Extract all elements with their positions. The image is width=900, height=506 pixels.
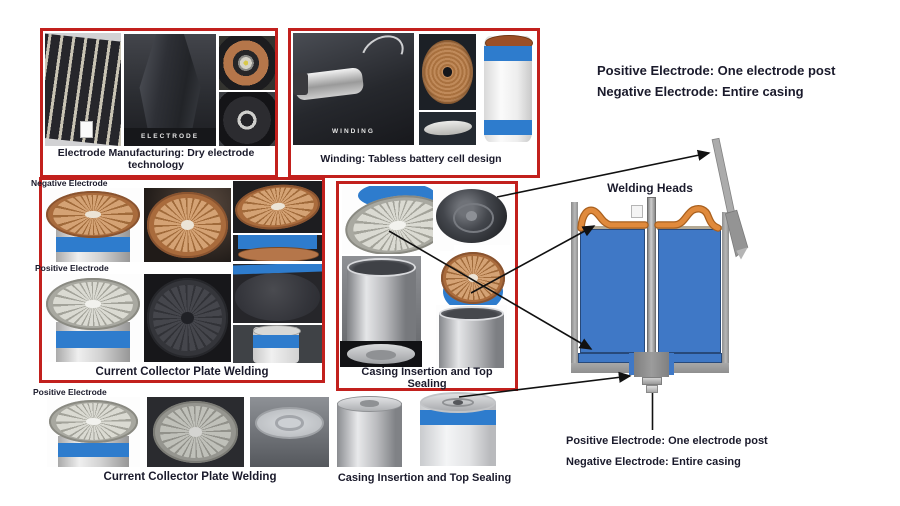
caption-casing-line2: Sealing <box>407 378 447 391</box>
terminal-block <box>634 352 669 377</box>
cell-center-post <box>647 197 656 377</box>
caption-electrode-line2: technology <box>127 158 184 171</box>
photo-pos-plate-on-cell <box>44 274 142 362</box>
cell-blue-band <box>55 331 131 349</box>
jellyroll-hole <box>442 67 453 77</box>
cap-ring <box>275 415 304 431</box>
label-positive-electrode-bottom: Positive Electrode <box>33 387 107 397</box>
photo-pos-plate-dark <box>144 274 231 362</box>
note-electrode-bottom: Positive Electrode: One electrode post N… <box>566 431 768 473</box>
photo-neg-plate-closeup <box>144 188 231 262</box>
photo-electrode-sheets <box>45 33 121 146</box>
foil-disc-shape <box>423 119 472 137</box>
photo-jellyroll-top <box>419 34 476 110</box>
caption-casing-sealing-top: Casing Insertion and Top Sealing <box>336 366 518 391</box>
copper-rim <box>238 247 319 261</box>
roll-base <box>124 128 216 146</box>
photo-pos-plate-on-cell-2 <box>47 397 140 467</box>
can-top-dot <box>360 400 379 407</box>
cell-blue-band-top <box>484 46 532 61</box>
caption-winding: Winding: Tabless battery cell design <box>320 153 502 165</box>
photo-empty-casing-2 <box>436 305 507 368</box>
photo-foil-disc <box>419 112 476 145</box>
silver-collector-plate <box>48 399 139 444</box>
label-negative-electrode: Negative Electrode <box>31 178 108 188</box>
caption-collector-welding-top: Current Collector Plate Welding <box>95 366 269 378</box>
photo-tag-winding: WINDING <box>332 127 375 135</box>
photo-electrode-roll: ELECTRODE <box>124 34 216 146</box>
casing-opening <box>346 257 417 277</box>
photo-empty-casing <box>342 256 421 342</box>
note-electrode-top: Positive Electrode: One electrode post N… <box>597 60 835 102</box>
cell-vent-nub <box>631 205 643 218</box>
caption-collector-welding-bottom: Current Collector Plate Welding <box>103 471 277 483</box>
photo-top-cap-lid <box>433 187 510 245</box>
cell-blue-band <box>420 409 496 425</box>
machine-arc <box>354 33 410 80</box>
note-top-line2: Negative Electrode: Entire casing <box>597 84 804 99</box>
label-welding-heads: Welding Heads <box>607 181 693 195</box>
copper-collector-plate <box>147 192 228 258</box>
silver-collector-plate <box>45 277 141 331</box>
cell-jellyroll-left <box>580 229 645 353</box>
copper-roll-face <box>219 36 275 90</box>
photo-bottom-lid <box>340 341 422 367</box>
dark-plate-face <box>234 273 321 321</box>
note-top-line1: Positive Electrode: One electrode post <box>597 63 836 78</box>
photo-sealed-can-blue <box>417 392 499 466</box>
caption-casing-sealing-bottom: Casing Insertion and Top Sealing <box>337 472 512 484</box>
note-bottom-line2: Negative Electrode: Entire casing <box>566 456 741 468</box>
photo-cell-in-hand <box>233 325 322 363</box>
lid-inner <box>366 350 396 360</box>
silver-collector-plate <box>152 401 239 463</box>
cell-blue-band <box>252 334 299 348</box>
caption-electrode-line1: Electrode Manufacturing: Dry electrode <box>57 147 255 159</box>
terminal-post-upper <box>642 377 662 385</box>
lid-center <box>466 211 477 221</box>
photo-tag-electrode: ELECTRODE <box>140 133 200 141</box>
photo-cell-render <box>481 33 535 145</box>
caption-electrode-manufacturing: Electrode Manufacturing: Dry electrode t… <box>42 147 270 172</box>
cell-blue-band <box>238 235 317 250</box>
photo-neg-plate-tilted <box>233 181 322 233</box>
photo-copper-roll <box>219 36 275 90</box>
photo-welded-cap <box>250 397 329 467</box>
label-positive-electrode-mid: Positive Electrode <box>35 263 109 273</box>
note-bottom-line1: Positive Electrode: One electrode post <box>566 435 768 447</box>
photo-copper-plate-on-blue-cell <box>440 251 506 313</box>
photo-dark-roll <box>219 92 275 146</box>
cell-wall-left <box>571 202 578 372</box>
terminal-post-lower <box>646 385 658 393</box>
roll-shape <box>139 34 201 129</box>
cell-blue-band-bottom <box>484 120 532 135</box>
cell-blue-band <box>55 236 131 252</box>
copper-collector-plate <box>45 190 141 239</box>
photo-blue-cell-side <box>233 235 322 261</box>
copper-collector-plate <box>233 181 322 233</box>
can-body <box>337 403 402 467</box>
can-top-hole <box>453 400 463 405</box>
cell-wall-right <box>722 212 729 372</box>
terminal-blue-right <box>668 353 674 375</box>
caption-casing-line1: Casing Insertion and Top <box>361 366 493 378</box>
photo-sealed-can-silver <box>336 396 403 467</box>
winding-chuck <box>293 73 308 95</box>
photo-pos-plate-band <box>233 264 322 323</box>
photo-neg-plate-on-cell <box>44 188 142 262</box>
dark-collector-plate <box>146 278 229 358</box>
paper-tag <box>79 121 93 139</box>
cell-blue-band <box>58 442 129 457</box>
dark-roll-face <box>219 92 275 146</box>
can-top-ring <box>441 397 475 407</box>
photo-winding-machine: WINDING <box>293 33 414 145</box>
cell-jellyroll-right <box>658 229 721 353</box>
terminal-blue-left <box>629 353 635 375</box>
photo-plate-dark-2 <box>147 397 244 467</box>
